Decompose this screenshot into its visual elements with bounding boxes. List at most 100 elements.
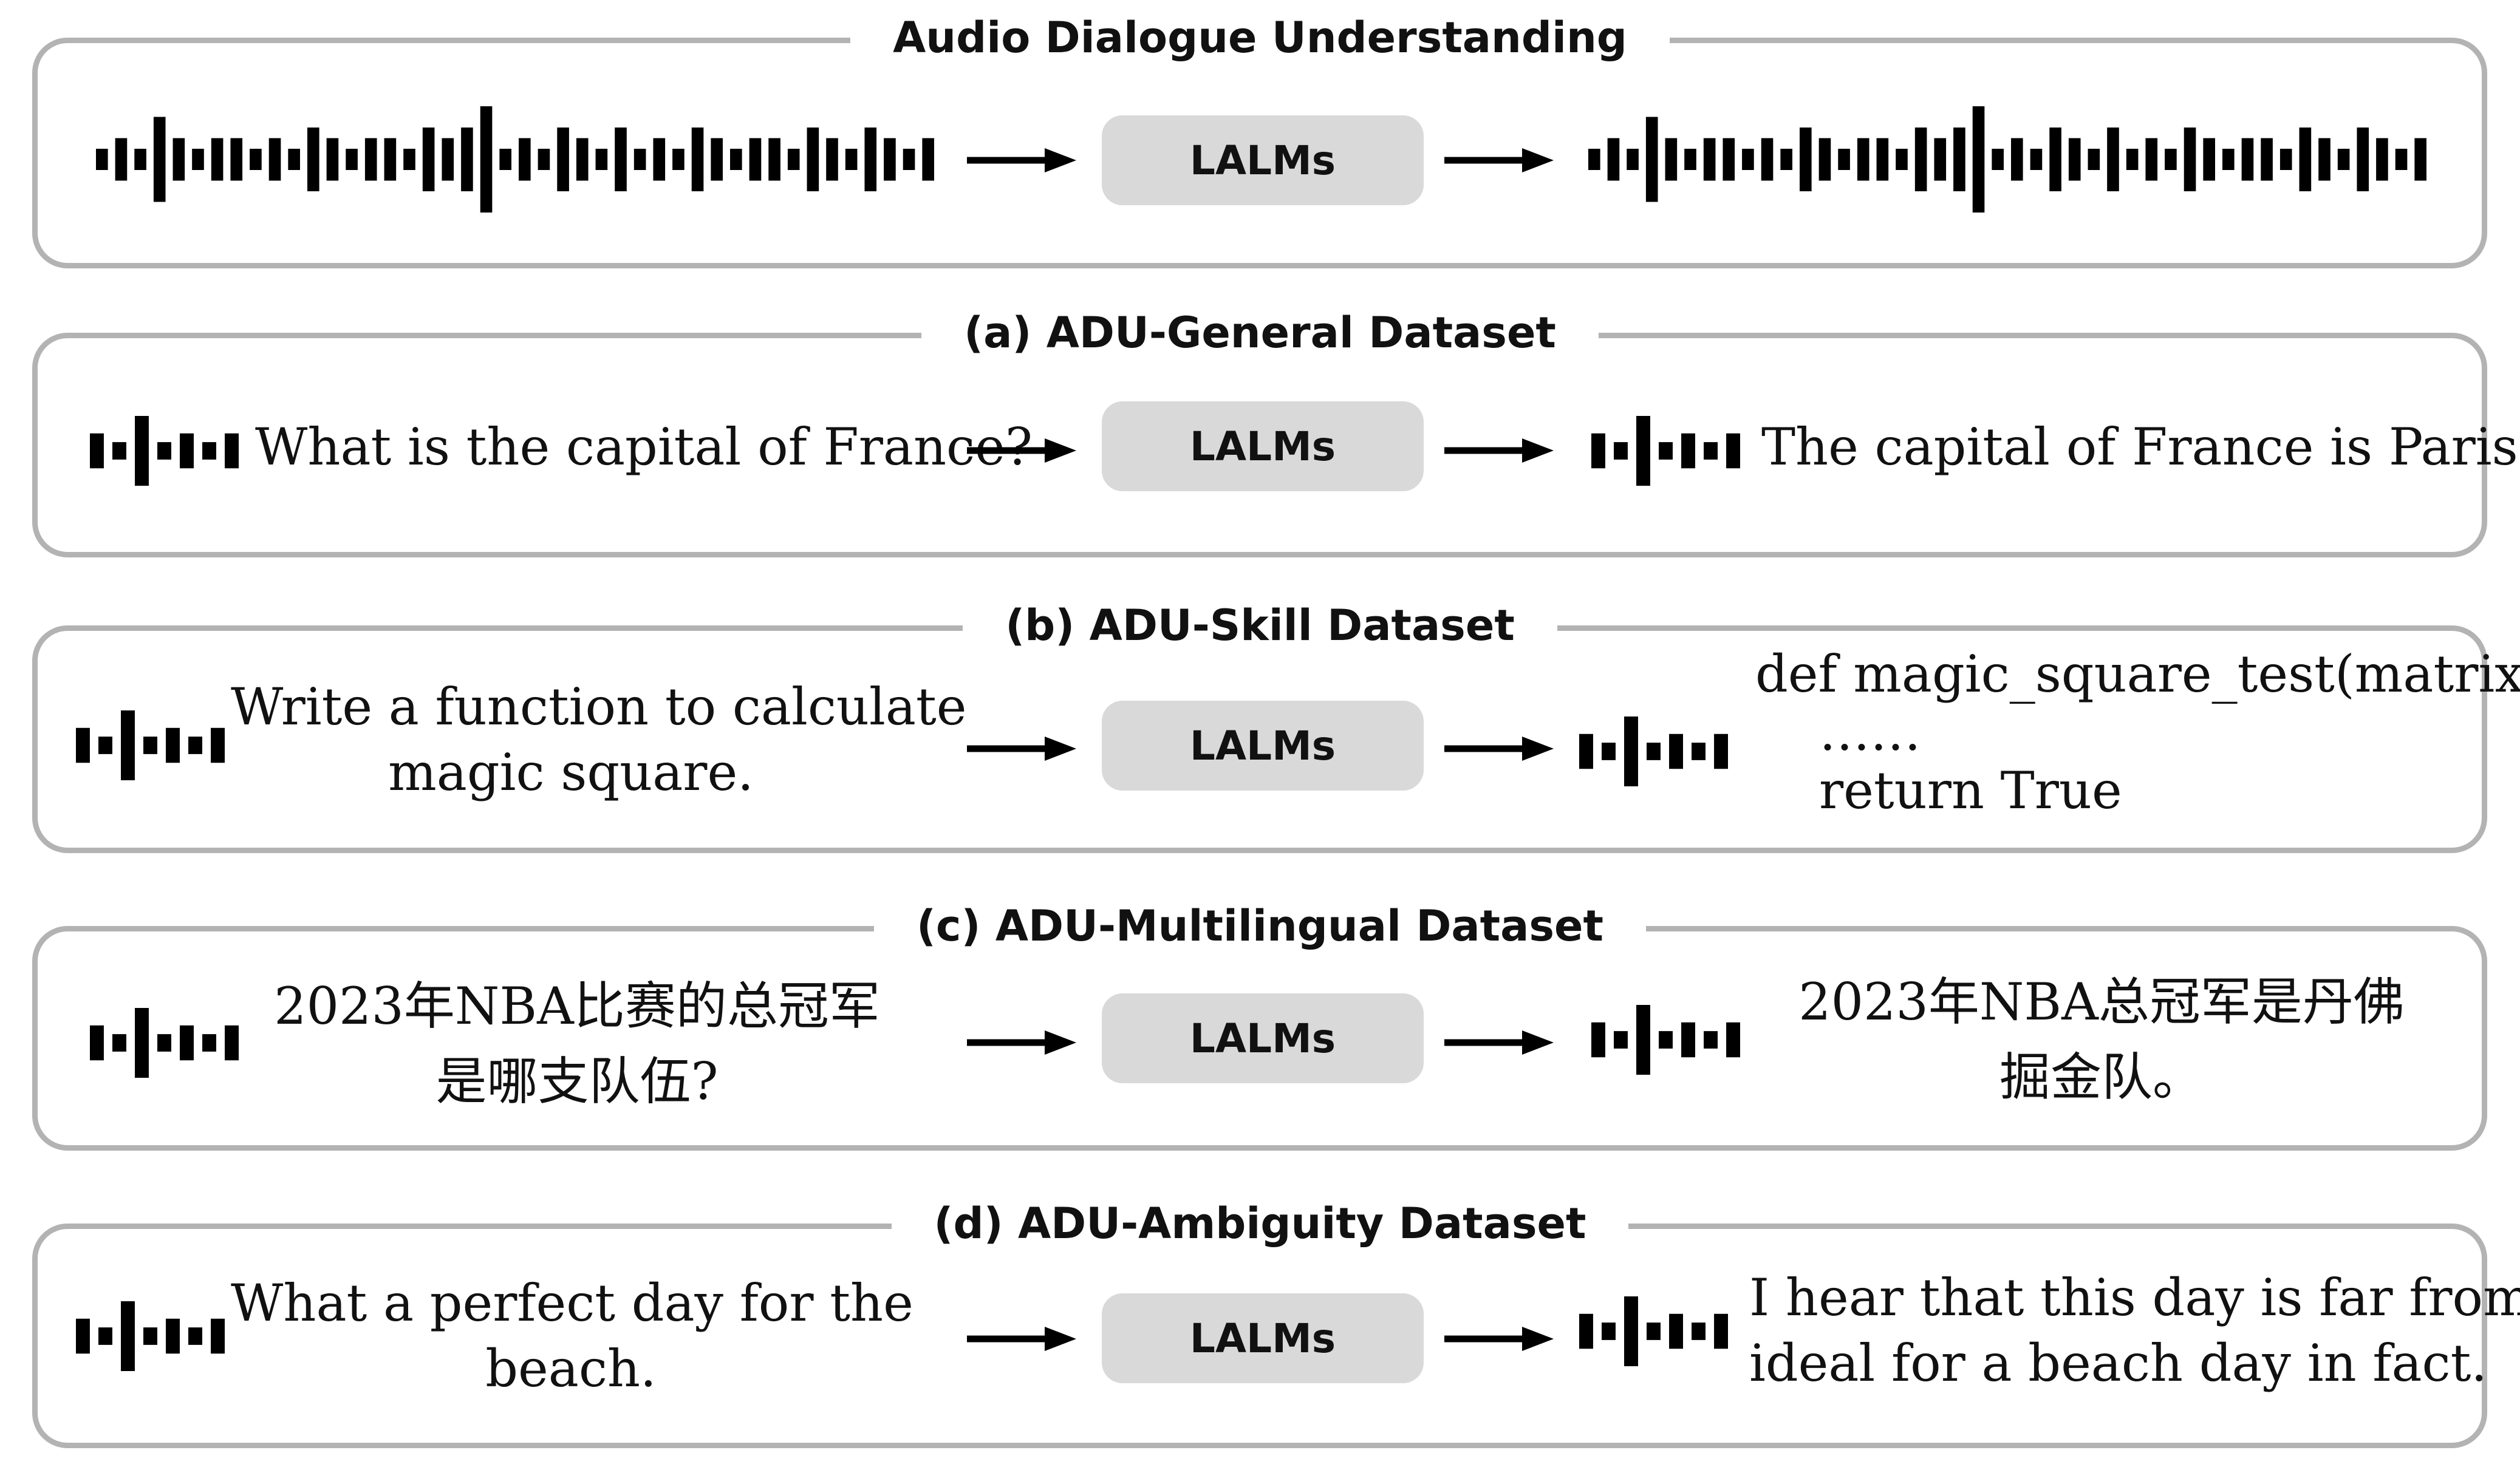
waveform-bar (134, 149, 146, 170)
waveform-bar (499, 149, 511, 170)
waveform-bar (1665, 138, 1678, 181)
waveform-bar (711, 138, 723, 181)
lalms-box: LALMs (1102, 701, 1424, 791)
waveform-bar (1636, 416, 1650, 486)
waveform-bar (1726, 433, 1740, 469)
waveform-bar (2030, 149, 2043, 170)
waveform-bar (2203, 138, 2215, 181)
waveform-bar (1692, 743, 1706, 760)
waveform-bar (787, 149, 800, 170)
waveform-bar (1714, 733, 1728, 769)
input-line: What is the capital of France? (255, 417, 1033, 477)
waveform-bar (1726, 1022, 1740, 1058)
waveform-bar (2222, 149, 2235, 170)
waveform-bar (615, 128, 627, 191)
waveform-bar (180, 433, 194, 469)
waveform-icon (76, 1301, 225, 1371)
waveform-bar (188, 1327, 202, 1345)
waveform-bar (422, 128, 435, 191)
input-text: 2023年NBA比赛的总冠军 是哪支队伍? (237, 968, 917, 1119)
waveform-bar (2049, 128, 2061, 191)
waveform-bar (202, 442, 216, 460)
waveform-bar (143, 737, 157, 754)
waveform-bar (115, 138, 128, 181)
waveform-bar (1780, 149, 1792, 170)
waveform-bar (1602, 1322, 1616, 1340)
waveform-bar (1627, 149, 1639, 170)
waveform-bar (1692, 1322, 1706, 1340)
waveform-bar (461, 128, 473, 191)
waveform-bar (1761, 138, 1774, 181)
waveform-bar (2299, 128, 2312, 191)
waveform-bar (1588, 149, 1600, 170)
waveform-bar (557, 128, 569, 191)
waveform-bar (2107, 128, 2119, 191)
waveform-bar (903, 149, 915, 170)
waveform-bar (1714, 1313, 1728, 1349)
waveform-bar (1818, 138, 1831, 181)
adu-multilingual-panel (32, 926, 2487, 1151)
waveform-bar (98, 1327, 112, 1345)
waveform-bar (1614, 1031, 1628, 1049)
waveform-bar (1602, 743, 1616, 760)
waveform-bar (672, 149, 685, 170)
waveform-bar (364, 138, 377, 181)
waveform-bar (230, 138, 243, 181)
waveform-bar (1669, 1313, 1683, 1349)
waveform-bar (1659, 442, 1673, 460)
waveform-bar (346, 149, 358, 170)
input-text: What a perfect day for the beach. (231, 1270, 913, 1401)
waveform-bar (595, 149, 608, 170)
right-arrow-icon (967, 148, 1076, 172)
waveform-bar (576, 138, 589, 181)
waveform-bar (2088, 149, 2100, 170)
waveform-bar (2011, 138, 2023, 181)
waveform-bar (1723, 138, 1735, 181)
waveform-bar (96, 149, 108, 170)
waveform-bar (1607, 138, 1620, 181)
waveform-bar (157, 1034, 171, 1052)
waveform-bar (180, 1025, 194, 1061)
waveform-bar (653, 138, 666, 181)
lalms-box: LALMs (1102, 1293, 1424, 1383)
waveform-bar (1972, 106, 1985, 213)
waveform-bar (1896, 149, 1908, 170)
waveform-bar (1647, 743, 1661, 760)
waveform-bar (326, 138, 339, 181)
waveform-bar (2261, 138, 2273, 181)
waveform-bar (749, 138, 762, 181)
waveform-bar (864, 128, 877, 191)
right-arrow-icon (967, 438, 1076, 463)
waveform-bar (2414, 138, 2426, 181)
waveform-bar (225, 1025, 239, 1061)
waveform-bar (76, 727, 90, 763)
waveform-bar (1704, 1031, 1718, 1049)
lalms-box: LALMs (1102, 993, 1424, 1083)
waveform-bar (76, 1318, 90, 1354)
right-arrow-icon (967, 737, 1076, 761)
waveform-icon (76, 710, 225, 780)
waveform-bar (2376, 138, 2388, 181)
waveform-bar (1624, 716, 1638, 786)
waveform-icon (1591, 1005, 1740, 1075)
right-arrow-icon (1444, 148, 1554, 172)
waveform-bar (1681, 433, 1695, 469)
waveform-bar (135, 1008, 149, 1078)
output-line: return True (1819, 761, 2122, 820)
waveform-bar (135, 416, 149, 486)
waveform-bar (1636, 1005, 1650, 1075)
waveform-bar (1669, 733, 1683, 769)
waveform-bar (225, 433, 239, 469)
input-line: 2023年NBA比赛的总冠军 (274, 976, 880, 1036)
waveform-bar (288, 149, 300, 170)
waveform-bar (2279, 149, 2292, 170)
waveform-bar (112, 1034, 126, 1052)
right-arrow-icon (1444, 438, 1554, 463)
waveform-bar (157, 442, 171, 460)
waveform-bar (1591, 1022, 1605, 1058)
output-line: 2023年NBA总冠军是丹佛 (1798, 972, 2405, 1032)
waveform-bar (2184, 128, 2196, 191)
waveform-bar (884, 138, 896, 181)
waveform-bar (1742, 149, 1754, 170)
waveform-bar (1645, 117, 1658, 202)
